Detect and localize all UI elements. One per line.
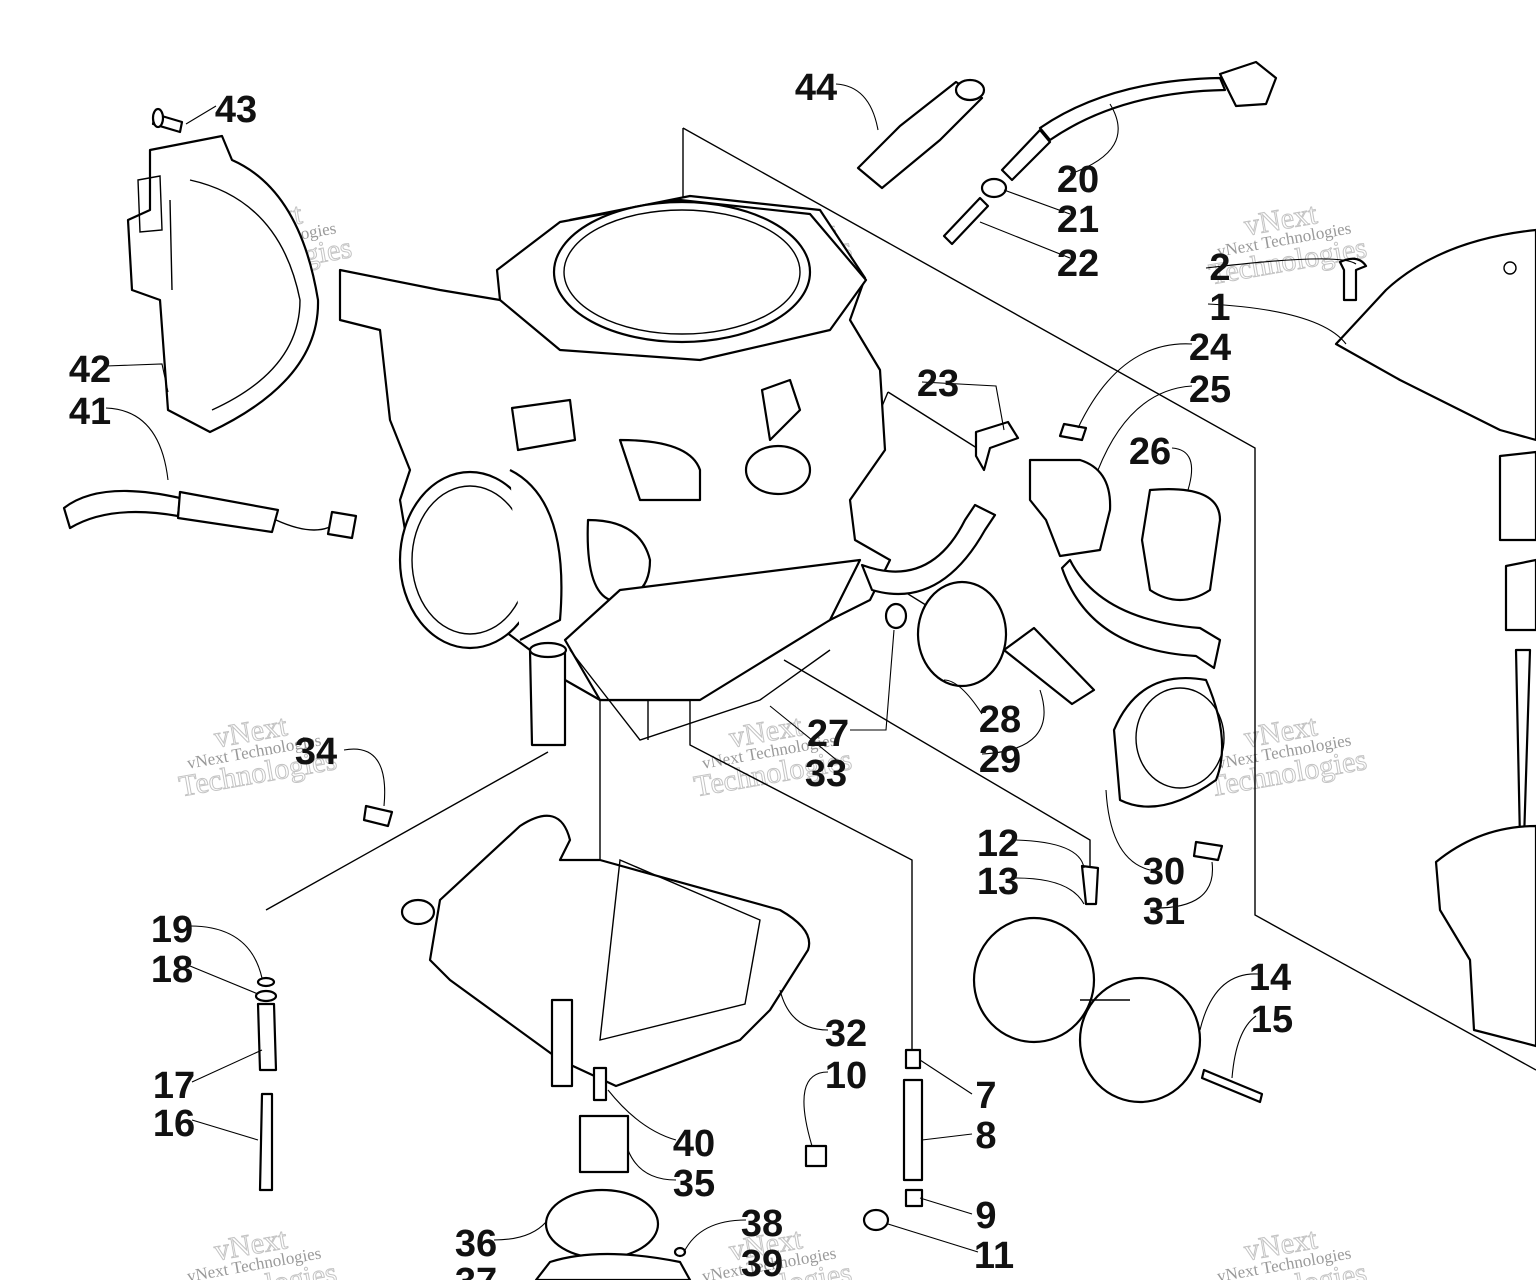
- spring-22: [942, 196, 990, 246]
- callout-35: 35: [673, 1163, 715, 1205]
- callout-25: 25: [1189, 369, 1231, 411]
- screw-24: [1058, 422, 1088, 442]
- screw-31: [1192, 840, 1224, 862]
- spring-17: [256, 1002, 278, 1072]
- callout-30: 30: [1143, 851, 1185, 893]
- callout-31: 31: [1143, 891, 1185, 933]
- spring-35: [578, 1114, 630, 1174]
- callout-1: 1: [1209, 287, 1230, 329]
- top-cap-1: [1334, 228, 1536, 442]
- callout-11: 11: [974, 1235, 1014, 1277]
- diaphragm-36: [544, 1188, 660, 1260]
- intake-cover-42: [126, 134, 320, 434]
- screw-43: [151, 107, 184, 134]
- callout-16: 16: [153, 1103, 195, 1145]
- callout-2: 2: [1209, 247, 1230, 289]
- callout-29: 29: [979, 739, 1021, 781]
- top-cover-30: [1112, 676, 1225, 808]
- cap-37: [534, 1252, 692, 1280]
- washer-21: [980, 177, 1008, 199]
- callout-39: 39: [741, 1243, 783, 1280]
- callout-43: 43: [215, 89, 257, 131]
- callout-13: 13: [977, 861, 1019, 903]
- callout-34: 34: [295, 731, 337, 773]
- callout-10: 10: [825, 1055, 867, 1097]
- callout-40: 40: [673, 1123, 715, 1165]
- float-bowl-32: [400, 814, 811, 1088]
- washer-18: [254, 989, 278, 1003]
- jet-parts-7-9: [902, 1048, 924, 1208]
- callout-8: 8: [975, 1115, 996, 1157]
- right-edge-parts: [1434, 450, 1536, 1048]
- callout-14: 14: [1249, 957, 1291, 999]
- diaphragm-28: [916, 580, 1008, 688]
- callout-27: 27: [807, 713, 849, 755]
- callout-26: 26: [1129, 431, 1171, 473]
- callout-42: 42: [69, 349, 111, 391]
- leader-lines: [105, 83, 1357, 1253]
- float-14: [972, 916, 1202, 1104]
- callout-19: 19: [151, 909, 193, 951]
- callout-15: 15: [1251, 999, 1293, 1041]
- callout-44: 44: [795, 67, 837, 109]
- carburetor-body: [338, 194, 997, 747]
- callout-12: 12: [977, 823, 1019, 865]
- o-ring-19: [256, 976, 276, 988]
- callout-28: 28: [979, 699, 1021, 741]
- callout-7: 7: [975, 1075, 996, 1117]
- jet-10: [804, 1144, 828, 1168]
- callout-37: 37: [455, 1261, 497, 1280]
- callout-23: 23: [917, 363, 959, 405]
- clip-23: [974, 420, 1020, 472]
- pin-15: [1200, 1068, 1264, 1104]
- callout-22: 22: [1057, 243, 1099, 285]
- callout-33: 33: [805, 753, 847, 795]
- screw-2: [1338, 257, 1368, 302]
- screw-34: [362, 804, 394, 828]
- needle-valve-12-13: [1080, 864, 1100, 906]
- callout-21: 21: [1057, 199, 1099, 241]
- choke-plunger-25: [1028, 458, 1222, 670]
- diaphragm-27: [884, 602, 908, 630]
- throttle-cable-20: [1000, 60, 1278, 182]
- jet-11: [862, 1208, 890, 1232]
- callout-17: 17: [153, 1065, 195, 1107]
- callout-38: 38: [741, 1203, 783, 1245]
- choke-cable-41: [62, 489, 358, 540]
- callout-41: 41: [69, 391, 111, 433]
- callout-18: 18: [151, 949, 193, 991]
- spring-29: [1002, 626, 1096, 706]
- callout-24: 24: [1189, 327, 1231, 369]
- callout-32: 32: [825, 1013, 867, 1055]
- screw-40: [592, 1066, 608, 1102]
- hose-44: [856, 78, 986, 190]
- callout-9: 9: [975, 1195, 996, 1237]
- callout-20: 20: [1057, 159, 1099, 201]
- o-ring-38: [673, 1246, 687, 1258]
- pilot-screw-16: [258, 1092, 274, 1192]
- callout-36: 36: [455, 1223, 497, 1265]
- choke-cap-26: [1140, 488, 1222, 601]
